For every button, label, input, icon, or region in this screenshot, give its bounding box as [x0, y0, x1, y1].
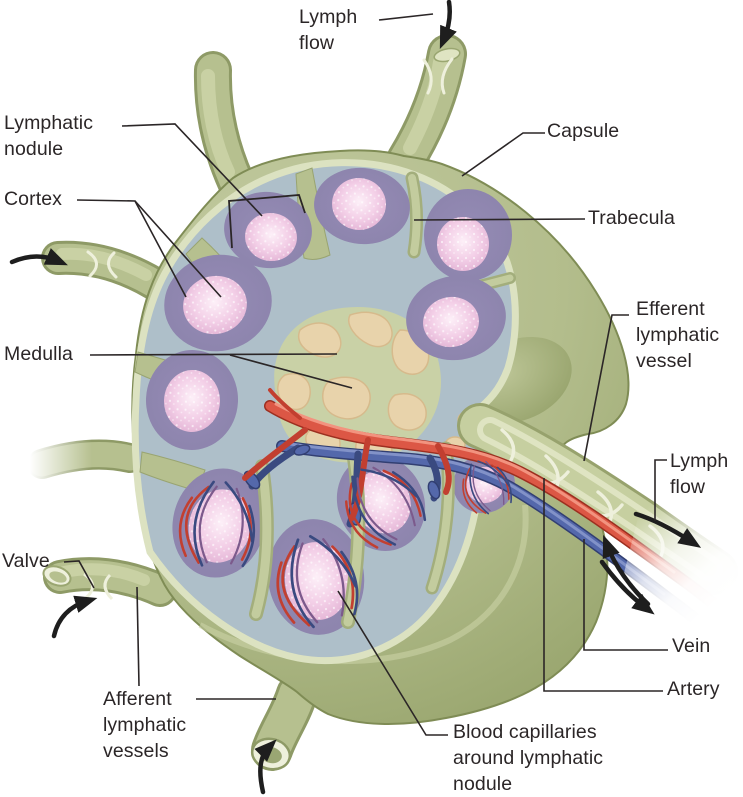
leader-artery	[543, 478, 663, 692]
leader-vein	[583, 539, 668, 651]
label-medulla: Medulla	[4, 343, 73, 365]
nodule	[145, 350, 239, 450]
label-lymph-flow-right: Lymph flow	[670, 450, 729, 498]
nodule	[424, 189, 512, 281]
label-capsule: Capsule	[547, 120, 620, 142]
afferent-vessel-top-left	[193, 51, 255, 201]
leader-medulla-a	[89, 353, 338, 356]
vessel-fade	[600, 478, 743, 740]
leader-trabecula	[413, 218, 586, 221]
lymphatic-nodules-upper	[145, 167, 512, 450]
leader-blood-capillaries	[337, 590, 448, 736]
lymph-flow-arrows	[9, 0, 702, 795]
afferent-vessel-valve	[43, 557, 177, 607]
label-efferent-lymphatic-vessel: Efferent lymphatic vessel	[636, 298, 720, 372]
label-afferent-lymphatic-vessels: Afferent lymphatic vessels	[103, 688, 187, 762]
leader-capsule	[461, 132, 545, 177]
label-valve: Valve	[2, 550, 50, 572]
label-lymphatic-nodule: Lymphatic nodule	[4, 112, 94, 160]
nodule-bracket	[228, 194, 306, 249]
leader-lymph-flow-right	[654, 459, 667, 521]
flow-arrow-efferent	[633, 511, 702, 548]
leader-lymph-flow-top	[378, 13, 434, 21]
label-cortex: Cortex	[4, 188, 63, 210]
leader-lines	[63, 13, 668, 736]
flow-arrow-left	[9, 248, 68, 266]
nodule	[164, 254, 272, 352]
flow-arrow-valve	[51, 595, 98, 639]
flow-arrow-bottom	[254, 739, 277, 795]
flow-arrow-top	[439, 0, 457, 49]
label-trabecula: Trabecula	[588, 207, 675, 229]
afferent-vessel-left	[41, 240, 172, 301]
afferent-vessel-top-right	[386, 34, 467, 180]
stub-fade	[20, 432, 92, 506]
leader-valve	[63, 560, 95, 589]
nodule	[314, 167, 410, 245]
flow-arrow-vein	[599, 559, 655, 615]
leader-medulla-b	[229, 354, 353, 389]
artery-branches	[242, 388, 452, 521]
label-blood-capillaries: Blood capillaries around lymphatic nodul…	[453, 721, 604, 795]
label-lymph-flow-top: Lymph flow	[299, 6, 358, 54]
nodule	[406, 275, 506, 361]
leader-lymphatic-nodule	[121, 123, 263, 217]
leader-afferent-b	[136, 586, 140, 687]
nodule	[224, 191, 312, 269]
leader-efferent	[583, 314, 629, 462]
label-vein: Vein	[672, 635, 711, 657]
label-artery: Artery	[667, 678, 720, 700]
leader-cortex-b	[134, 200, 222, 298]
